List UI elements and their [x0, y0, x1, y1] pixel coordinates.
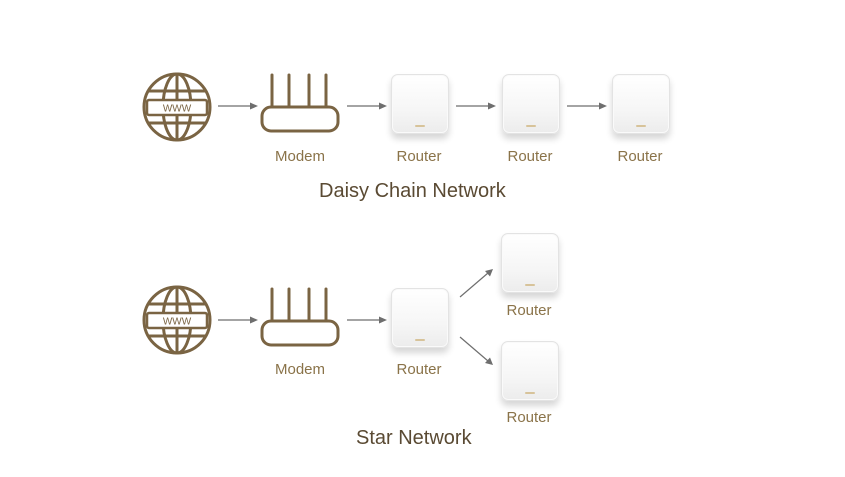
router-label: Router: [396, 148, 442, 165]
arrow-icon: [347, 316, 387, 324]
star-title: Star Network: [356, 427, 472, 449]
router-logo: [636, 125, 646, 127]
www-text: WWW: [163, 104, 192, 115]
router-logo: [526, 125, 536, 127]
router-logo: [415, 125, 425, 127]
router-logo: [415, 339, 425, 341]
router-icon: [612, 74, 670, 134]
router-icon: [391, 288, 449, 348]
arrow-icon: [218, 102, 258, 110]
arrow-icon: [459, 336, 493, 365]
router-icon: [501, 341, 559, 401]
router-icon: [502, 74, 560, 134]
www-text: WWW: [163, 317, 192, 328]
globe-www-icon: WWW: [142, 285, 212, 355]
arrow-icon: [218, 316, 258, 324]
router-icon: [391, 74, 449, 134]
router-label: Router: [396, 361, 442, 378]
router-label: Router: [506, 302, 552, 319]
arrow-icon: [456, 102, 496, 110]
router-label: Router: [506, 409, 552, 426]
globe-www-icon: WWW: [142, 72, 212, 142]
router-logo: [525, 392, 535, 394]
router-icon: [501, 233, 559, 293]
arrow-icon: [347, 102, 387, 110]
router-label: Router: [507, 148, 553, 165]
router-logo: [525, 284, 535, 286]
router-label: Router: [617, 148, 663, 165]
modem-icon: [260, 73, 340, 133]
modem-label: Modem: [274, 361, 326, 378]
modem-icon: [260, 287, 340, 347]
arrow-icon: [459, 269, 493, 298]
modem-label: Modem: [274, 148, 326, 165]
daisy-chain-title: Daisy Chain Network: [319, 180, 506, 202]
arrow-icon: [567, 102, 607, 110]
